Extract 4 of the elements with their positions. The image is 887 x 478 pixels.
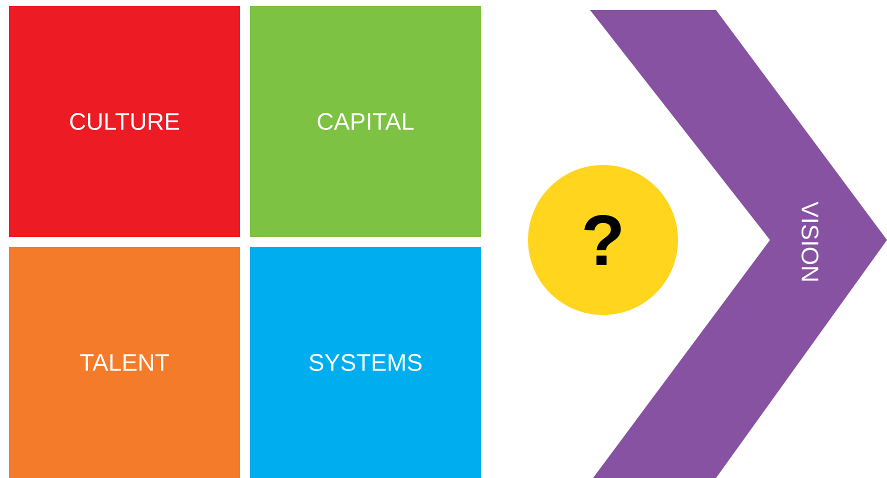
- tile: TALENT: [9, 247, 240, 478]
- tile: CAPITAL: [250, 6, 481, 237]
- tile: CULTURE: [9, 6, 240, 237]
- tile: SYSTEMS: [250, 247, 481, 478]
